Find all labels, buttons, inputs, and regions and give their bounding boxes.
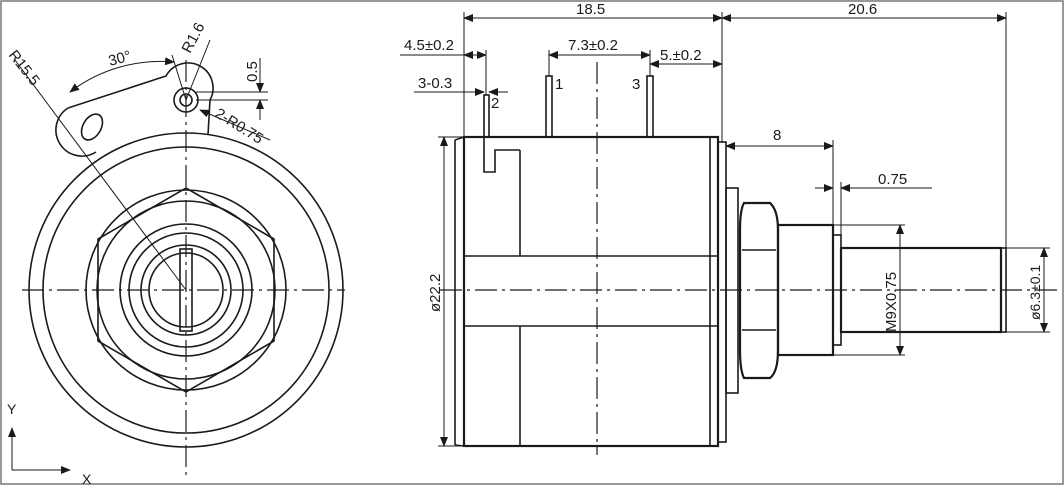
terminal-3 (646, 75, 654, 138)
terminal-spacing-label: 5.±0.2 (660, 47, 702, 64)
lock-washer (725, 187, 739, 394)
angle-extension-line (171, 54, 187, 101)
terminal-gap-label: 3-0.3 (418, 75, 452, 92)
angle-label: 30° (107, 48, 133, 70)
offset-label: 0.5 (244, 61, 261, 82)
housing-inner-circle (42, 146, 330, 434)
groove-width-label: 0.75 (878, 171, 907, 188)
shaft-outer-circle (140, 244, 232, 336)
shaft-slot (179, 248, 193, 332)
body-diameter-label: ø22.2 (427, 274, 444, 312)
axis-y-label: Y (7, 401, 17, 417)
overall-shaft-label: 20.6 (848, 1, 877, 18)
bushing-inner-circle (128, 232, 244, 348)
terminal-2-label: 2 (491, 95, 499, 112)
terminal-2-base (483, 137, 520, 173)
bushing-outer-circle (119, 223, 253, 357)
side-view: 18.5 20.6 4.5±0.2 7.3±0.2 5.±0.2 3-0.3 1… (400, 1, 1062, 455)
terminal-1 (545, 75, 553, 138)
mounting-nut (738, 201, 780, 380)
body-outline (462, 135, 720, 448)
housing-outer-circle (28, 132, 344, 448)
front-flange (717, 141, 727, 443)
shaft-tip (1000, 247, 1007, 333)
terminal-3-label: 3 (632, 76, 640, 93)
corner-radius-label: 2-R0.75 (212, 105, 266, 148)
radius-hole-label: R1.6 (179, 20, 209, 56)
shaft-inner-circle (148, 252, 224, 328)
bushing-length-label: 8 (773, 127, 781, 144)
radius-leader-ear (185, 39, 211, 101)
hex-nut (97, 187, 275, 393)
overall-body-label: 18.5 (576, 1, 605, 18)
radius-large-label: R15.5 (5, 47, 43, 89)
shaft-diameter-label: ø6.3±0.1 (1027, 265, 1043, 320)
terminal-pitch-label: 7.3±0.2 (568, 37, 618, 54)
ear-hole-inner (179, 93, 193, 107)
axis-x-label: X (82, 471, 92, 485)
terminal-offset-label: 4.5±0.2 (404, 37, 454, 54)
angle-arc (69, 57, 175, 93)
terminal-1-label: 1 (555, 76, 563, 93)
mounting-slot (80, 113, 104, 141)
washer-circle (96, 200, 276, 380)
nut-chamfer-circle (85, 189, 287, 391)
front-view: 30° R15.5 R1.6 0.5 2-R0.75 Y X (5, 20, 345, 485)
thread-label: M9X0.75 (883, 272, 900, 332)
radius-leader-large (14, 59, 187, 291)
terminal-2 (483, 94, 490, 138)
corner-radius-leader (199, 109, 271, 141)
